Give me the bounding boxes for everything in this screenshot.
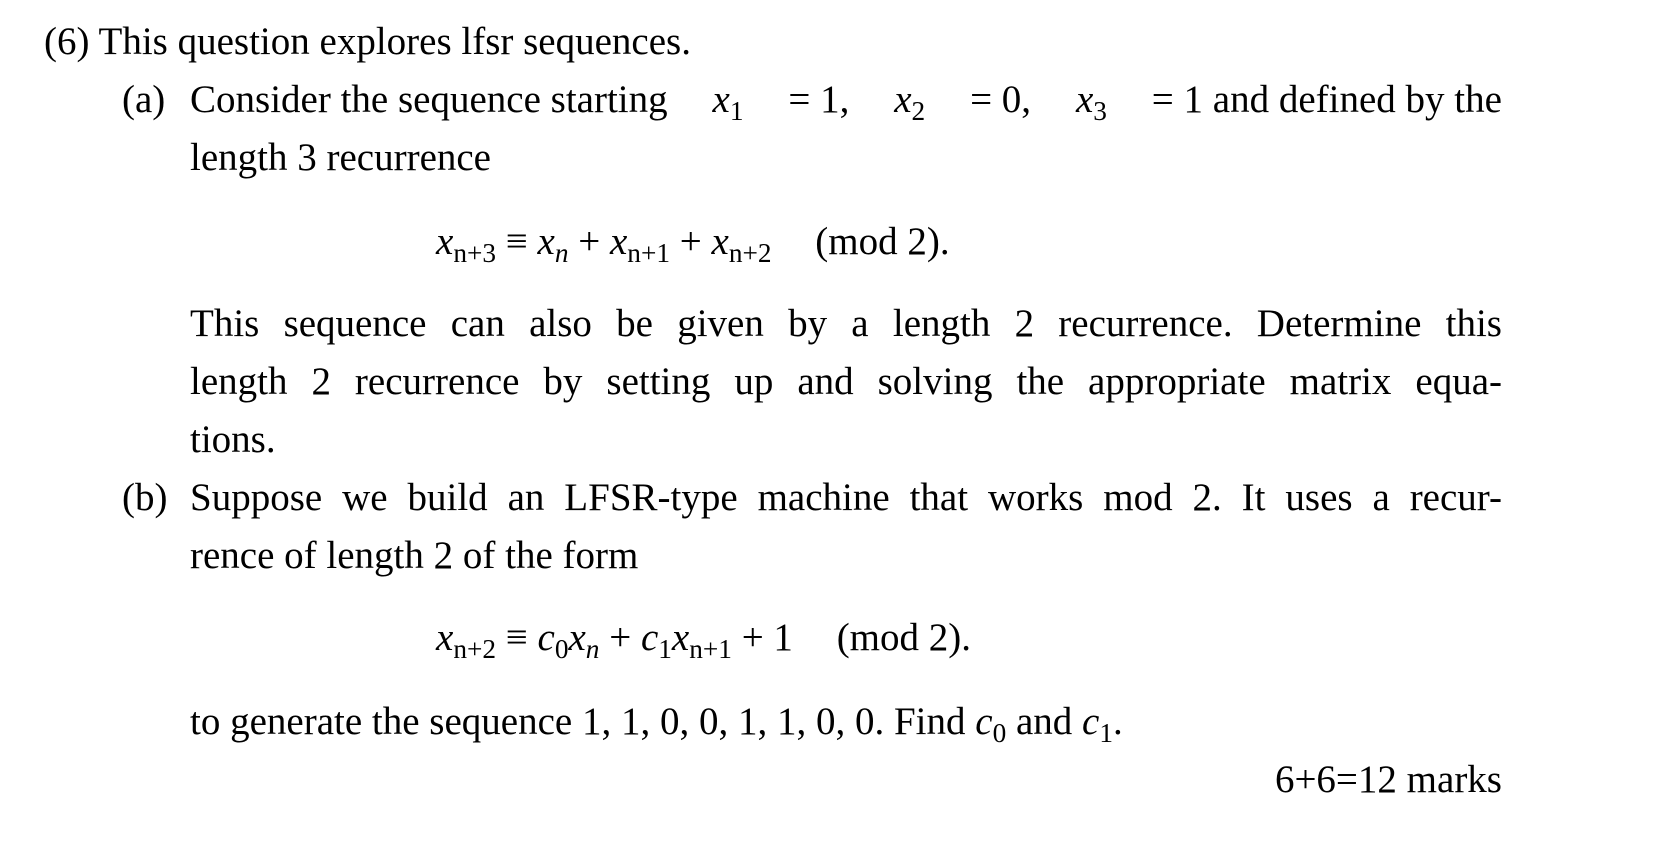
part-a-label: (a) [122,78,166,121]
part-b-line-2: rence of length 2 of the form [190,534,639,577]
part-a-line1-text: Consider the sequence starting [190,78,668,121]
part-a-para-line-2: length 2 recurrence by setting up and so… [190,360,1502,403]
question-heading: (6) This question explores lfsr sequence… [44,22,691,61]
part-a-x1: x1 [712,78,744,127]
part-b-last-line: to generate the sequence 1, 1, 0, 0, 1, … [190,700,1123,749]
part-a-x3: x3 [1075,78,1107,127]
part-b-equation: xn+2 ≡ c0xn + c1xn+1 + 1 (mod 2). [436,616,971,665]
part-a-mod: (mod 2). [815,220,950,263]
part-b-line-1: Suppose we build an LFSR-type machine th… [190,476,1502,519]
part-a-v3: = 1 and defined by the [1151,78,1502,121]
question-intro: (6) This question explores lfsr sequence… [44,20,691,63]
part-b-label: (b) [122,476,168,519]
marks-total: 6+6=12 marks [1274,758,1502,801]
part-a-line-2: length 3 recurrence [190,136,491,179]
part-a-para-line-3: tions. [190,418,276,461]
part-a-v2: = 0, [970,78,1032,121]
part-b-mod: (mod 2). [836,616,971,659]
part-a-x2: x2 [894,78,926,127]
part-a-equation: xn+3 ≡ xn + xn+1 + xn+2 (mod 2). [436,220,950,269]
part-a-line-1: Consider the sequence starting x1 = 1, x… [190,78,1502,127]
part-a-para-line-1: This sequence can also be given by a len… [190,302,1502,345]
part-a-v1: = 1, [788,78,850,121]
